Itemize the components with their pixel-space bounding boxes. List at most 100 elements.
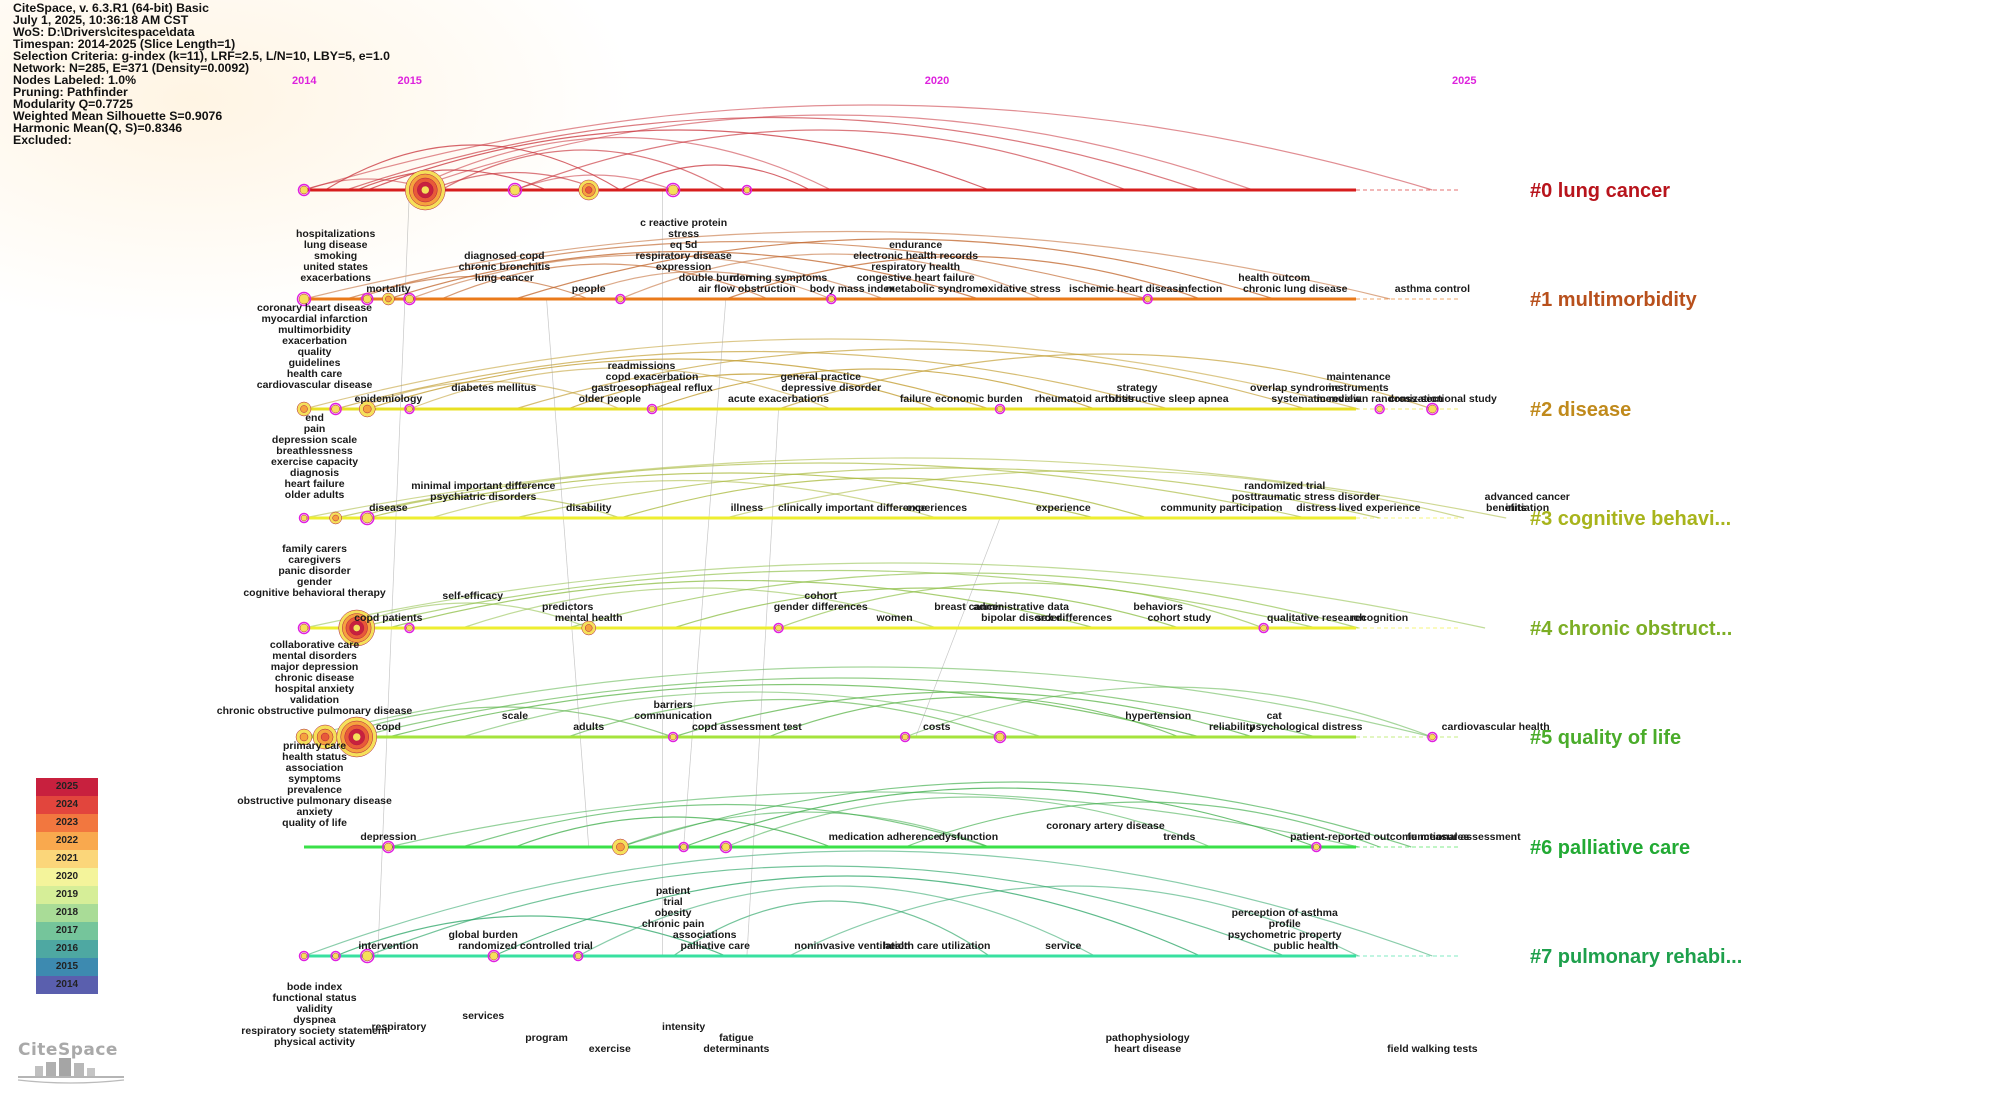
keyword-label: mental health: [555, 612, 623, 624]
keyword-node[interactable]: [669, 733, 677, 741]
cross-link: [377, 189, 410, 957]
keyword-label: c reactive protein: [640, 217, 727, 229]
cluster-label[interactable]: #3 cognitive behavi...: [1530, 508, 1731, 530]
keyword-label: panic disorder: [278, 565, 350, 577]
keyword-label: health outcom: [1238, 272, 1310, 284]
cluster-label[interactable]: #0 lung cancer: [1530, 180, 1670, 202]
keyword-node[interactable]: [352, 732, 361, 742]
keyword-label: barriers: [654, 699, 693, 711]
keyword-node[interactable]: [332, 514, 339, 522]
node-centrality-ring: [572, 950, 584, 962]
keyword-label: adults: [573, 721, 604, 733]
keyword-label: validity: [296, 1003, 332, 1015]
cluster-label[interactable]: #2 disease: [1530, 399, 1631, 421]
link-arc: [388, 579, 1096, 629]
keyword-node[interactable]: [332, 952, 339, 960]
keyword-label: chronic lung disease: [1243, 283, 1348, 295]
keyword-node[interactable]: [584, 624, 593, 632]
keyword-node[interactable]: [901, 733, 909, 741]
keyword-node[interactable]: [574, 952, 582, 960]
keyword-label: respiratory disease: [635, 250, 731, 262]
keyword-node[interactable]: [352, 624, 361, 632]
year-tick-2015: 2015: [397, 75, 421, 87]
keyword-label: obesity: [655, 907, 692, 919]
cluster-label[interactable]: #6 palliative care: [1530, 837, 1690, 859]
cluster-label[interactable]: #4 chronic obstruct...: [1530, 618, 1732, 640]
keyword-node[interactable]: [299, 185, 309, 195]
link-arc: [430, 171, 600, 191]
keyword-node[interactable]: [680, 843, 687, 851]
keyword-node[interactable]: [995, 732, 1005, 742]
link-arc: [725, 255, 1201, 300]
node-centrality-ring: [1426, 402, 1439, 416]
keyword-node[interactable]: [421, 185, 430, 195]
link-arc: [462, 691, 1043, 738]
keyword-node[interactable]: [1144, 295, 1151, 303]
keyword-node[interactable]: [384, 842, 393, 852]
keyword-label: air flow obstruction: [698, 283, 795, 295]
keyword-node[interactable]: [489, 951, 499, 961]
cluster-label[interactable]: #1 multimorbidity: [1530, 289, 1698, 311]
legend-year-2015: 2015: [36, 958, 98, 976]
keyword-node[interactable]: [617, 295, 624, 303]
keyword-label: administrative data: [973, 601, 1069, 613]
keyword-label: instruments: [1328, 382, 1388, 394]
keyword-node[interactable]: [509, 184, 521, 196]
keyword-node[interactable]: [363, 294, 372, 304]
keyword-node[interactable]: [299, 623, 309, 633]
keyword-node[interactable]: [616, 842, 625, 852]
keyword-node[interactable]: [406, 624, 413, 632]
link-arc: [514, 238, 1275, 300]
keyword-node[interactable]: [299, 732, 309, 742]
keyword-node[interactable]: [300, 405, 308, 413]
link-arc: [335, 350, 1169, 410]
node-centrality-ring: [826, 293, 837, 305]
link-arc: [388, 791, 1359, 848]
keyword-label: hospitalizations: [296, 228, 376, 240]
keyword-node[interactable]: [300, 952, 308, 960]
keyword-node[interactable]: [320, 732, 330, 742]
keyword-node[interactable]: [996, 405, 1004, 413]
link-arc: [461, 803, 990, 848]
keyword-node[interactable]: [585, 186, 593, 194]
keyword-label: caregivers: [288, 554, 341, 566]
keyword-node[interactable]: [1376, 405, 1383, 413]
keyword-node[interactable]: [405, 294, 414, 304]
keyword-label: experience: [1036, 502, 1091, 514]
keyword-node[interactable]: [363, 404, 372, 414]
keyword-label: acute exacerbations: [728, 393, 829, 405]
keyword-label: associations: [673, 929, 737, 941]
keyword-node[interactable]: [298, 293, 310, 305]
keyword-node[interactable]: [743, 186, 751, 194]
keyword-node[interactable]: [1429, 733, 1436, 741]
keyword-node[interactable]: [1313, 843, 1320, 851]
node-centrality-ring: [404, 622, 415, 634]
keyword-node[interactable]: [648, 405, 656, 413]
link-arc: [356, 569, 1317, 629]
keyword-label: physical activity: [274, 1036, 355, 1048]
keyword-node[interactable]: [775, 624, 782, 632]
keyword-label: women: [875, 612, 912, 624]
keyword-label: chronic obstructive pulmonary disease: [217, 705, 413, 717]
info-line: Pruning: Pathfinder: [13, 85, 128, 99]
node-centrality-ring: [360, 510, 375, 526]
keyword-label: stress: [668, 228, 699, 240]
cluster-label[interactable]: #5 quality of life: [1530, 727, 1681, 749]
keyword-node[interactable]: [331, 404, 340, 414]
keyword-node[interactable]: [362, 950, 373, 962]
keyword-node[interactable]: [406, 405, 413, 413]
keyword-node[interactable]: [1260, 624, 1267, 632]
cluster-label[interactable]: #7 pulmonary rehabi...: [1530, 946, 1742, 968]
keyword-label: determinants: [703, 1043, 769, 1055]
keyword-label: trial: [663, 896, 682, 908]
keyword-node[interactable]: [721, 842, 731, 852]
keyword-node[interactable]: [667, 184, 679, 196]
keyword-node[interactable]: [1428, 404, 1437, 414]
keyword-label: trends: [1163, 831, 1195, 843]
keyword-node[interactable]: [828, 295, 835, 303]
keyword-node[interactable]: [362, 512, 373, 524]
link-arc: [367, 865, 1285, 957]
keyword-node[interactable]: [385, 295, 392, 303]
keyword-node[interactable]: [300, 514, 308, 522]
